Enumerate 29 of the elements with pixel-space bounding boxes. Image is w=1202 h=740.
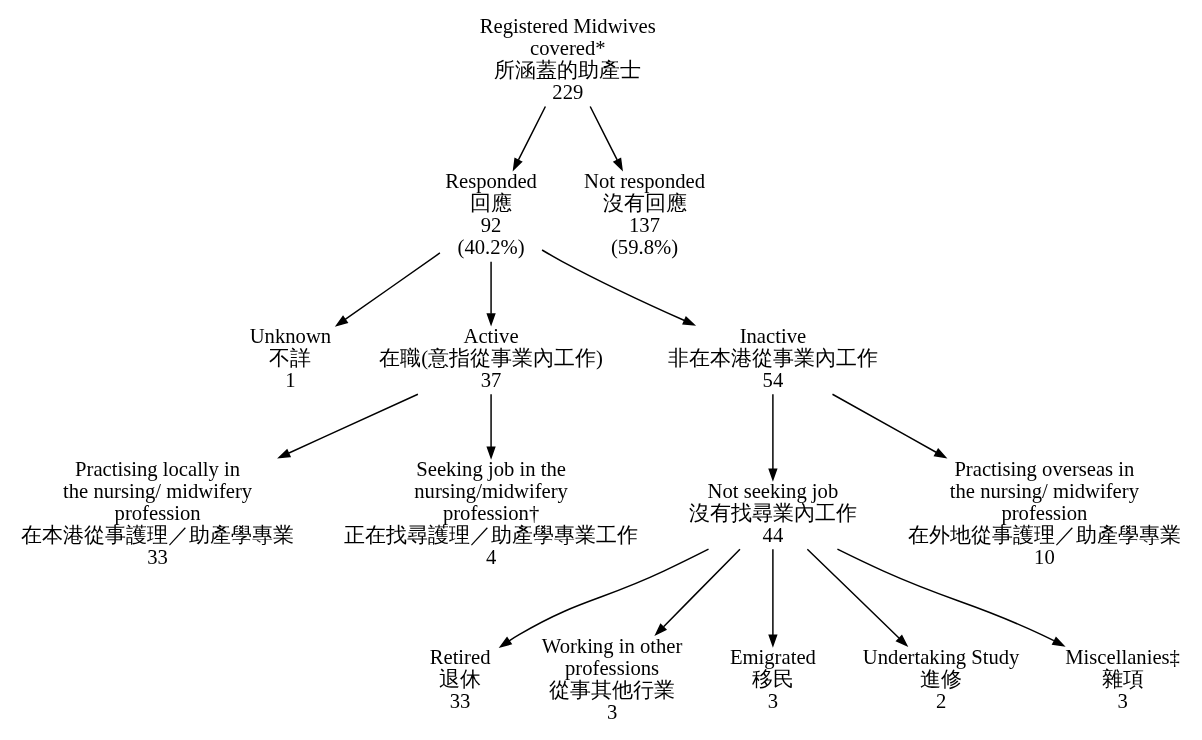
arrow bbox=[589, 105, 623, 171]
arrow bbox=[541, 248, 697, 326]
node-text: Inactive 非在本港從事業內工作 54 bbox=[667, 324, 878, 391]
node-text: Miscellanies‡ 雜項 3 bbox=[1065, 645, 1180, 712]
arrow bbox=[654, 548, 741, 636]
node-text: Responded 回應 92 (40.2%) bbox=[445, 169, 537, 258]
arrow bbox=[768, 393, 778, 482]
arrow bbox=[768, 548, 778, 648]
node-text: Not responded 沒有回應 137 (59.8%) bbox=[584, 169, 705, 258]
arrow bbox=[486, 260, 496, 327]
node-text: Practising overseas in the nursing/ midwifery profession 在外地從事護理／助產學專業 10 bbox=[907, 457, 1181, 568]
node-text: Retired 退休 33 bbox=[429, 645, 491, 712]
arrow bbox=[334, 251, 441, 327]
node-text: Seeking job in the nursing/midwifery profession† 正在找尋護理／助產學專業工作 4 bbox=[344, 457, 639, 568]
arrow bbox=[512, 105, 547, 171]
node-text: Emigrated 移民 3 bbox=[729, 645, 816, 712]
node-text: Practising locally in the nursing/ midwifery profession 在本港從事護理／助產學專業 33 bbox=[21, 457, 295, 568]
arrow bbox=[277, 393, 419, 458]
node-text: Unknown 不詳 1 bbox=[249, 324, 332, 391]
arrow bbox=[498, 547, 710, 648]
arrow bbox=[486, 393, 496, 460]
node-text: Active 在職(意指從事業內工作) 37 bbox=[379, 324, 603, 391]
arrow bbox=[836, 547, 1066, 647]
node-text: Working in other professions 從事其他行業 3 bbox=[541, 634, 683, 723]
arrow bbox=[806, 548, 909, 647]
arrow bbox=[831, 393, 948, 459]
node-text: Registered Midwives covered* 所涵蓋的助產士 229 bbox=[479, 14, 656, 103]
node-text: Not seeking job 沒有找尋業內工作 44 bbox=[688, 479, 857, 546]
node-text: Undertaking Study 進修 2 bbox=[862, 645, 1020, 712]
